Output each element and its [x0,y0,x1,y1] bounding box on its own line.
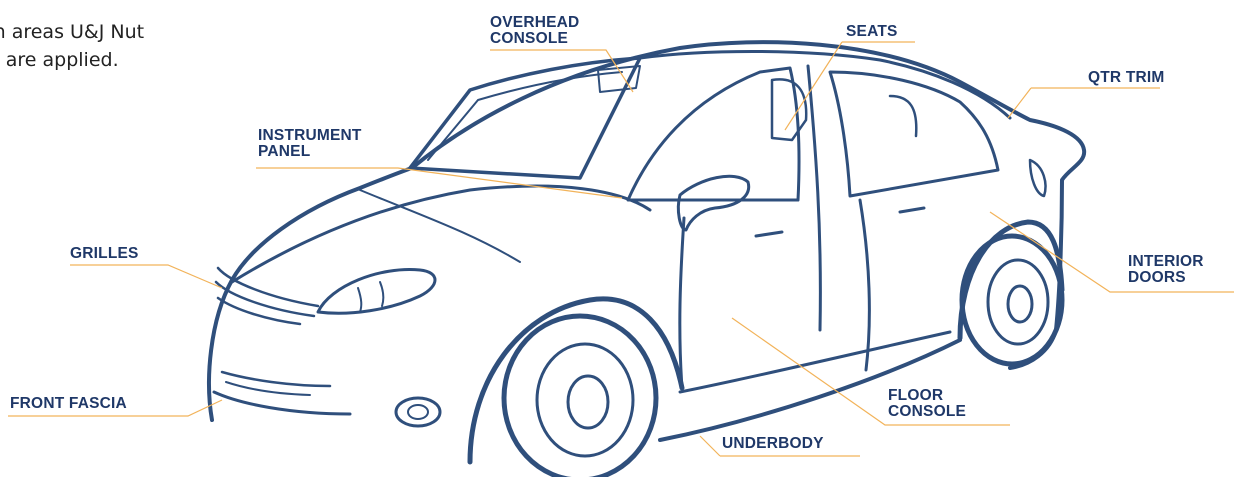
label-grilles-line-1: GRILLES [70,246,139,262]
label-instrument-panel-line-1: INSTRUMENT [258,128,362,144]
label-instrument-panel: INSTRUMENT PANEL [258,128,362,160]
front-bumper [214,392,350,414]
rear-wheel-arch [960,222,1062,338]
headlight [318,269,435,313]
label-overhead-console-line-1: OVERHEAD [490,15,579,31]
label-grilles: GRILLES [70,246,139,262]
leader-qtr-trim [1008,88,1160,118]
label-seats-line-1: SEATS [846,24,898,40]
label-underbody: UNDERBODY [722,436,824,452]
fog-light [396,398,440,426]
label-qtr-trim-line-1: QTR TRIM [1088,70,1165,86]
label-interior-doors-line-1: INTERIOR [1128,254,1204,270]
label-floor-console-line-2: CONSOLE [888,404,966,420]
label-interior-doors-line-2: DOORS [1128,270,1204,286]
label-floor-console-line-1: FLOOR [888,388,966,404]
leader-instrument-panel [256,168,622,198]
grille [218,268,318,306]
label-seats: SEATS [846,24,898,40]
label-front-fascia-line-1: FRONT FASCIA [10,396,127,412]
leader-overhead-console [490,50,633,92]
label-instrument-panel-line-2: PANEL [258,144,362,160]
label-overhead-console-line-2: CONSOLE [490,31,579,47]
front-seat [772,79,806,140]
front-side-window [628,68,799,200]
label-interior-doors: INTERIOR DOORS [1128,254,1204,286]
label-overhead-console: OVERHEAD CONSOLE [490,15,579,47]
leader-grilles [70,265,222,288]
label-qtr-trim: QTR TRIM [1088,70,1165,86]
windshield [410,58,640,178]
tail-light [1030,160,1045,196]
side-mirror [678,176,748,230]
label-floor-console: FLOOR CONSOLE [888,388,966,420]
label-underbody-line-1: UNDERBODY [722,436,824,452]
label-front-fascia: FRONT FASCIA [10,396,127,412]
